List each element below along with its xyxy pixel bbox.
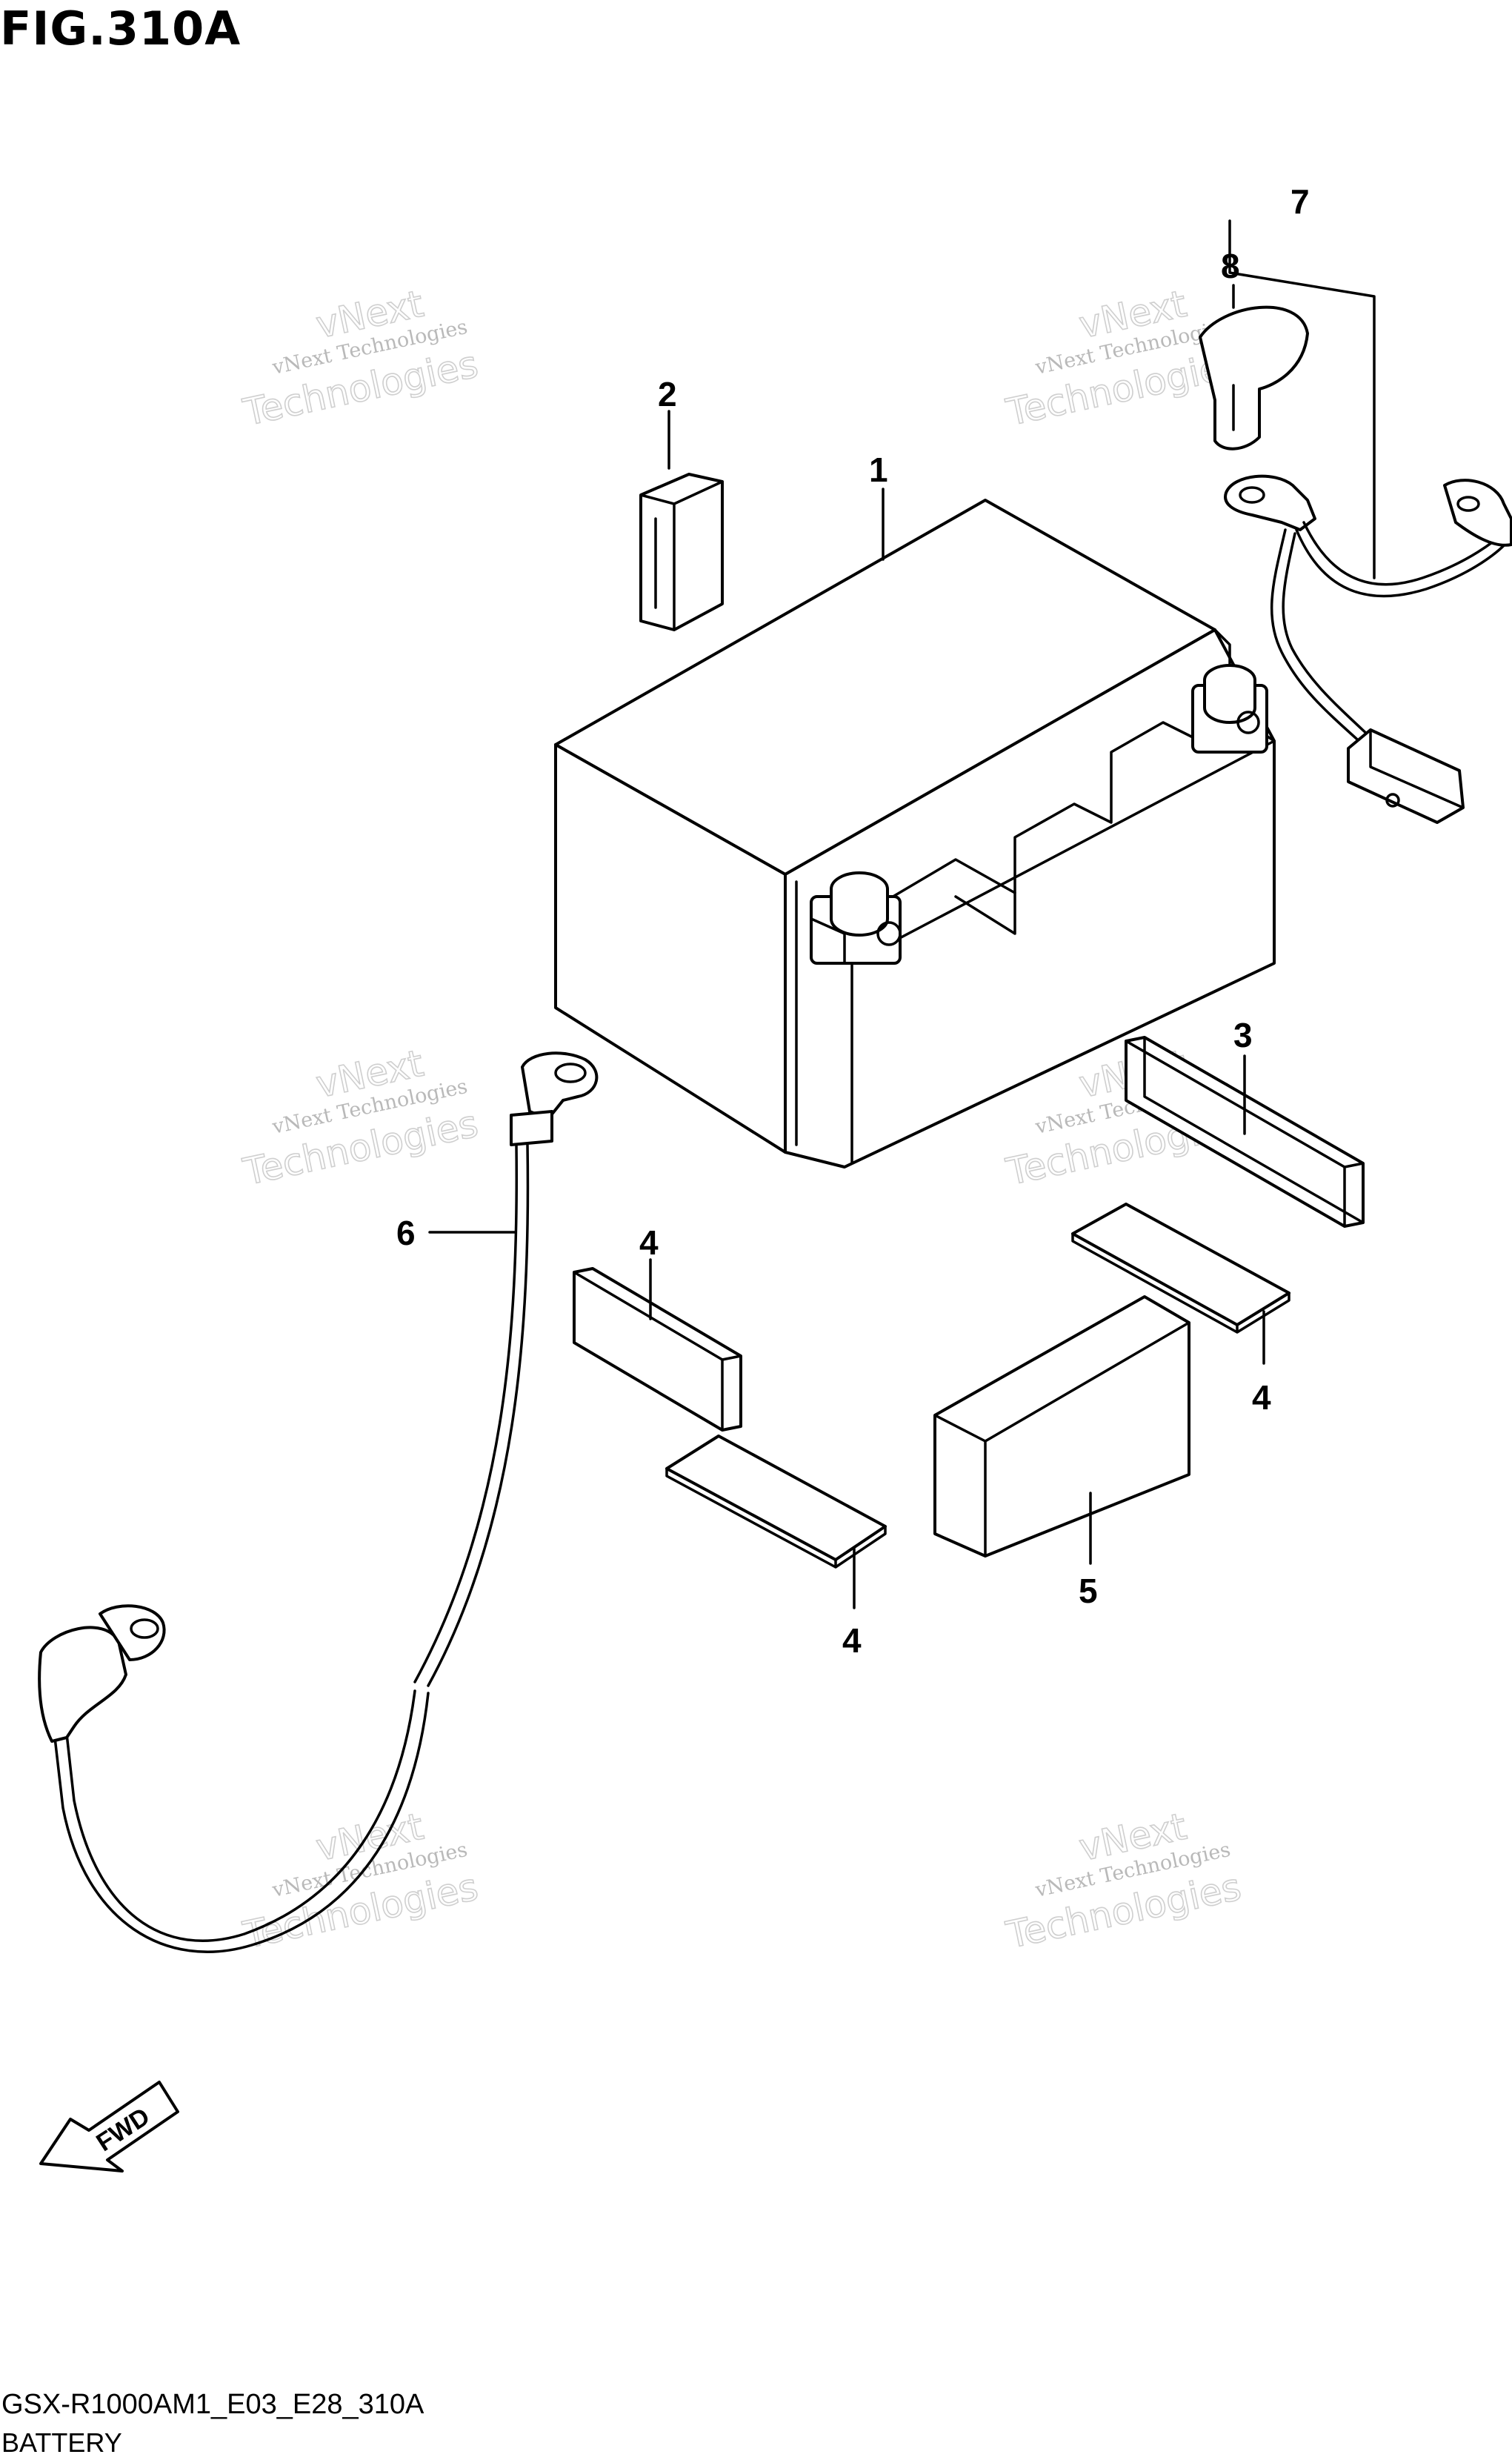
callout-3: 3 xyxy=(1233,1016,1253,1054)
callout-1: 1 xyxy=(869,451,888,489)
callout-4-a: 4 xyxy=(639,1223,659,1262)
leader-lines xyxy=(428,284,1265,1609)
callout-4-b: 4 xyxy=(842,1621,862,1660)
watermark-1: vNext Technologies vNext Technologies xyxy=(239,282,482,435)
drawing-name: BATTERY xyxy=(1,2427,122,2458)
fwd-arrow: FWD xyxy=(39,2081,179,2173)
callout-4-c: 4 xyxy=(1252,1378,1271,1417)
drawing-code: GSX-R1000AM1_E03_E28_310A xyxy=(1,2389,424,2420)
callout-6: 6 xyxy=(396,1214,416,1252)
part-6-cable xyxy=(38,1051,599,1953)
callout-8: 8 xyxy=(1221,247,1240,285)
part-2-block xyxy=(639,473,724,631)
callout-2: 2 xyxy=(658,375,677,413)
watermark-6: vNext Technologies vNext Technologies xyxy=(1002,1804,1245,1958)
part-5-block xyxy=(933,1295,1190,1558)
battery-part xyxy=(554,499,1276,1168)
watermark-5: vNext Technologies vNext Technologies xyxy=(239,1804,482,1958)
part-7-8-cable xyxy=(1199,219,1512,824)
part-4-pad-left-lower xyxy=(665,1435,887,1569)
callout-5: 5 xyxy=(1079,1572,1098,1610)
figure-title: FIG.310A xyxy=(0,1,242,56)
part-4-pad-left-upper xyxy=(573,1267,742,1432)
part-4-pad-right xyxy=(1071,1203,1290,1334)
callout-7: 7 xyxy=(1290,182,1310,221)
watermark-3: vNext Technologies vNext Technologies xyxy=(239,1041,482,1194)
